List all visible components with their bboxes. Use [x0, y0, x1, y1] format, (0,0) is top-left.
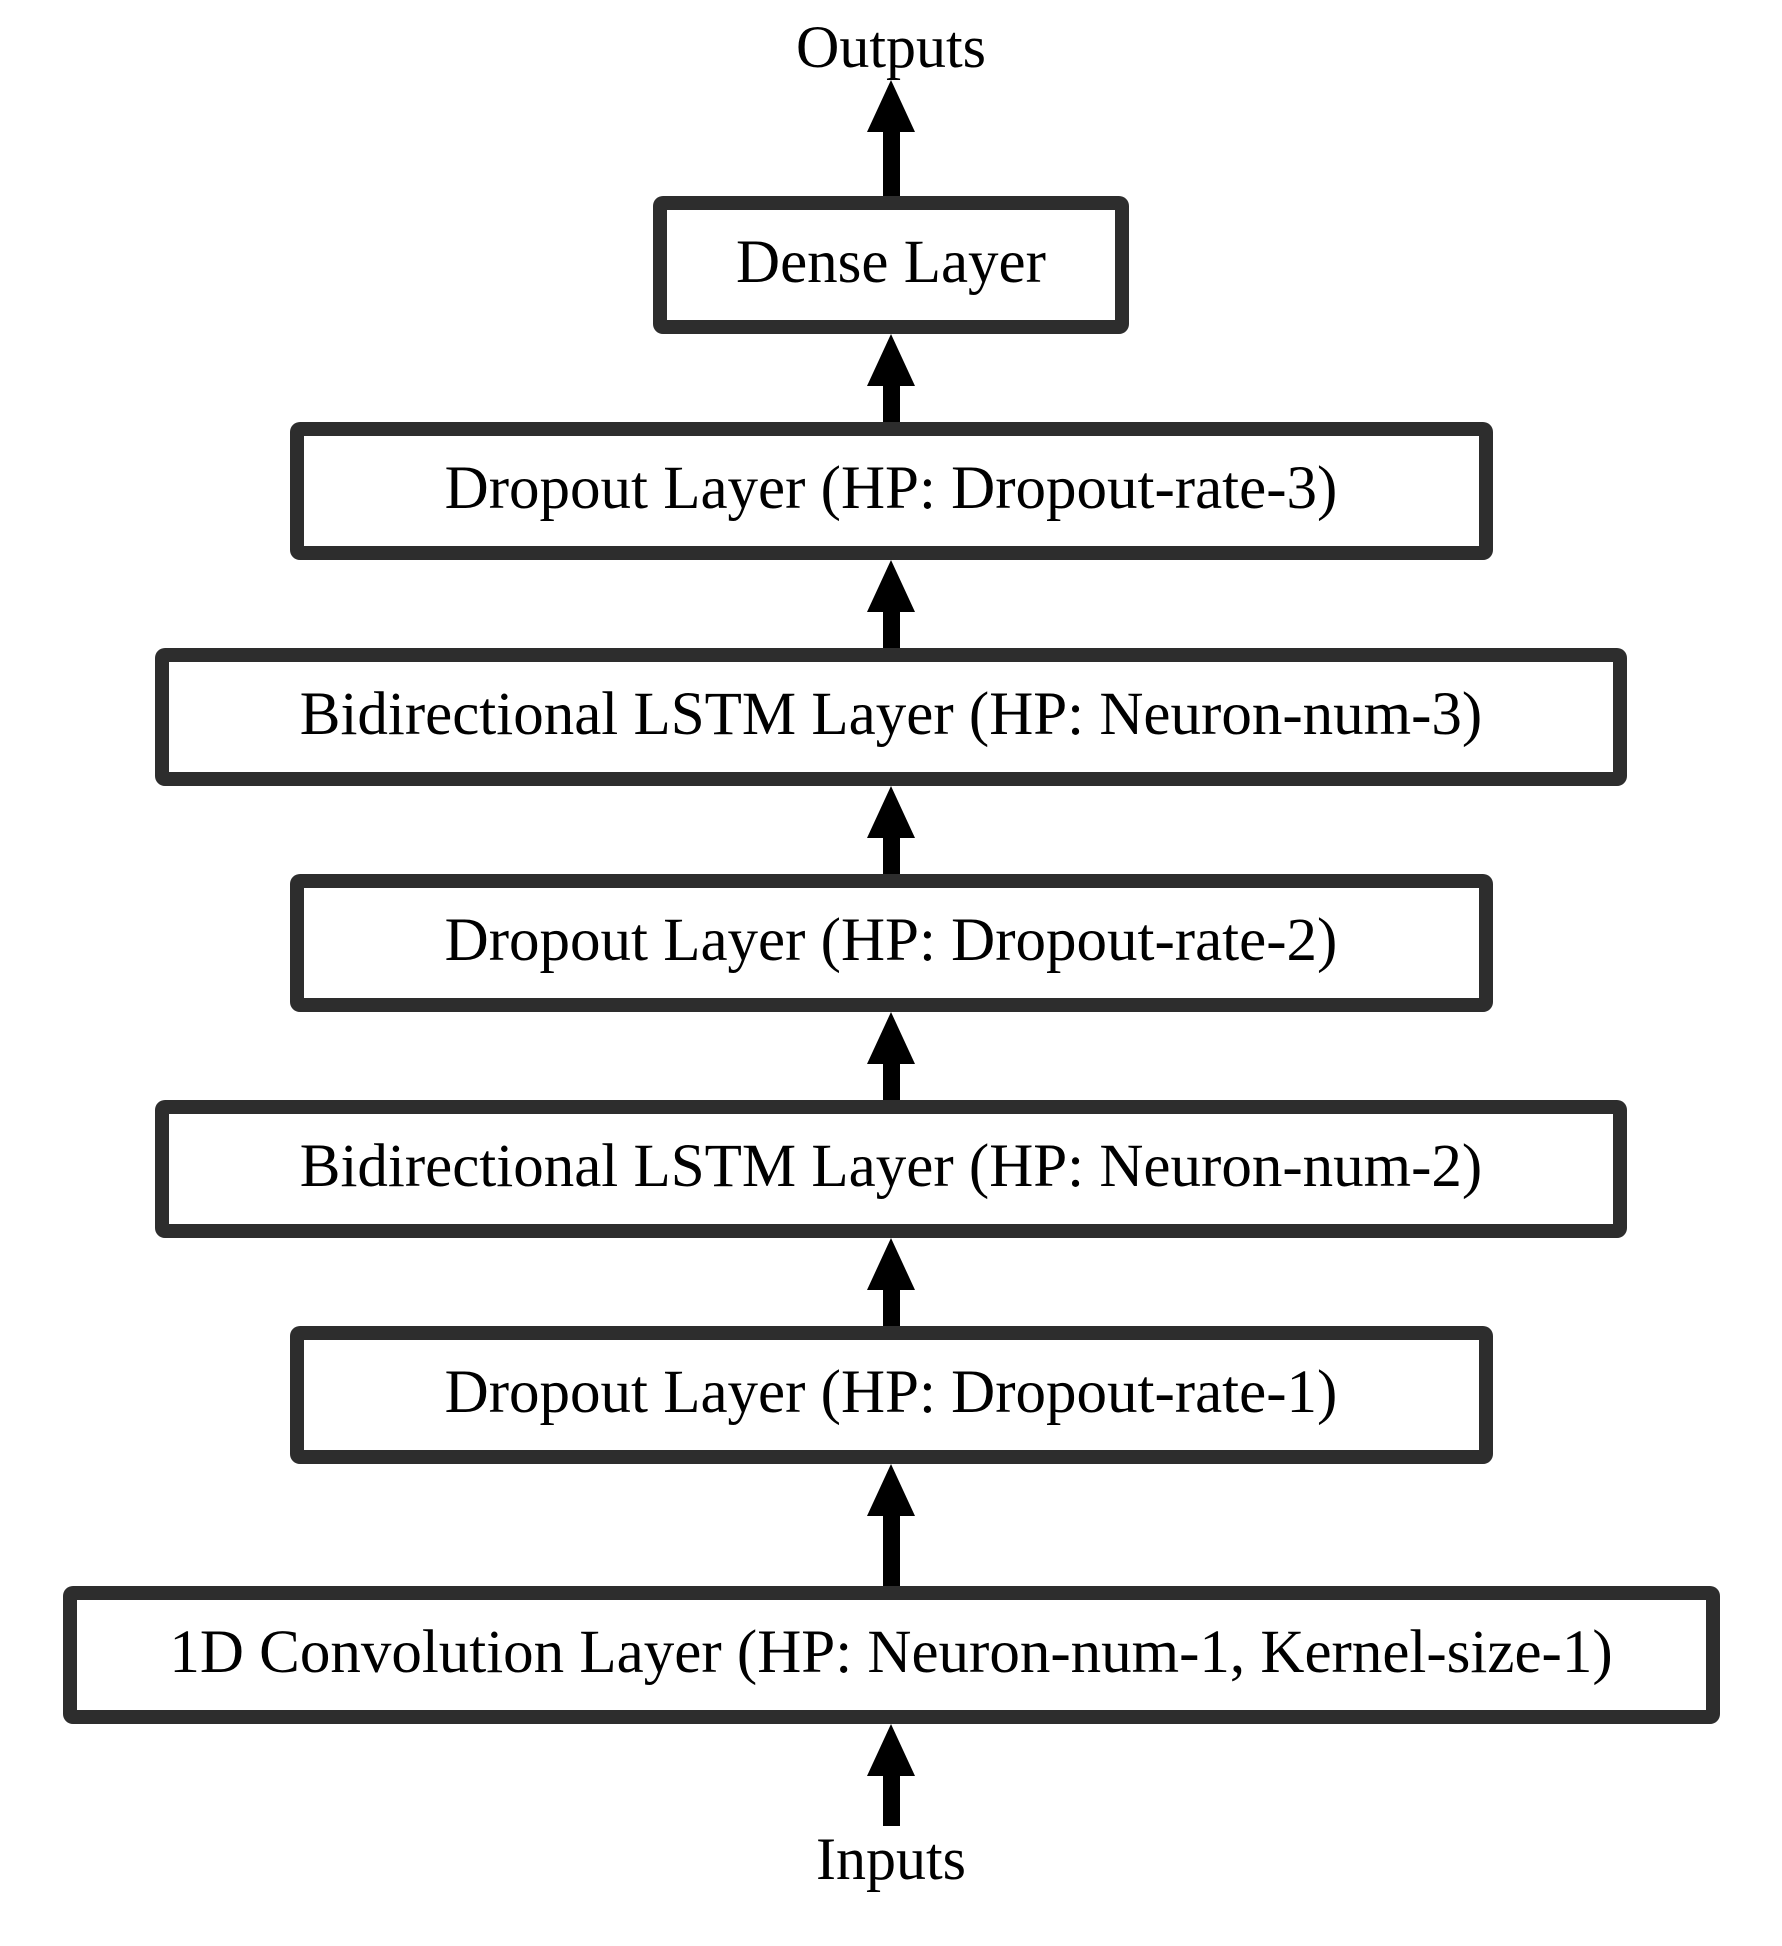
inputs-label: Inputs	[816, 1826, 966, 1892]
arrow-head	[867, 1012, 915, 1064]
arrow-up-icon	[867, 80, 915, 196]
layer-box-1d-convolution: 1D Convolution Layer (HP: Neuron-num-1, …	[62, 1586, 1720, 1724]
layer-label: Dropout Layer (HP: Dropout-rate-2)	[444, 906, 1338, 974]
layer-label: Dropout Layer (HP: Dropout-rate-3)	[444, 454, 1338, 522]
layer-box-dropout-1: Dropout Layer (HP: Dropout-rate-1)	[289, 1326, 1493, 1464]
arrow-up-icon	[867, 1238, 915, 1326]
arrow-head	[867, 334, 915, 386]
layer-label: Bidirectional LSTM Layer (HP: Neuron-num…	[299, 1132, 1483, 1200]
arrow-shaft	[882, 1290, 900, 1326]
arrow-head	[867, 1724, 915, 1776]
arrow-up-icon	[867, 560, 915, 648]
arrow-head	[867, 786, 915, 838]
arrow-head	[867, 80, 915, 132]
arrow-head	[867, 1238, 915, 1290]
layer-label: Dropout Layer (HP: Dropout-rate-1)	[444, 1358, 1338, 1426]
arrow-up-icon	[867, 1464, 915, 1586]
arrow-shaft	[882, 1064, 900, 1100]
arrow-shaft	[882, 1516, 900, 1586]
arrow-shaft	[882, 386, 900, 422]
layer-label: 1D Convolution Layer (HP: Neuron-num-1, …	[169, 1618, 1613, 1686]
layer-box-dropout-2: Dropout Layer (HP: Dropout-rate-2)	[289, 874, 1493, 1012]
arrow-shaft	[882, 838, 900, 874]
layer-box-dense-layer: Dense Layer	[653, 196, 1129, 334]
arrow-head	[867, 1464, 915, 1516]
layer-box-dropout-3: Dropout Layer (HP: Dropout-rate-3)	[289, 422, 1493, 560]
layer-box-bidirectional-lstm-2: Bidirectional LSTM Layer (HP: Neuron-num…	[155, 1100, 1627, 1238]
arrow-shaft	[882, 132, 900, 196]
layer-box-bidirectional-lstm-3: Bidirectional LSTM Layer (HP: Neuron-num…	[155, 648, 1627, 786]
arrow-up-icon	[867, 1012, 915, 1100]
outputs-label: Outputs	[795, 14, 987, 80]
layer-label: Dense Layer	[736, 228, 1046, 296]
arrow-shaft	[882, 1776, 900, 1826]
arrow-head	[867, 560, 915, 612]
arrow-up-icon	[867, 334, 915, 422]
arrow-up-icon	[867, 1724, 915, 1826]
layer-label: Bidirectional LSTM Layer (HP: Neuron-num…	[299, 680, 1483, 748]
arrow-up-icon	[867, 786, 915, 874]
arrow-shaft	[882, 612, 900, 648]
